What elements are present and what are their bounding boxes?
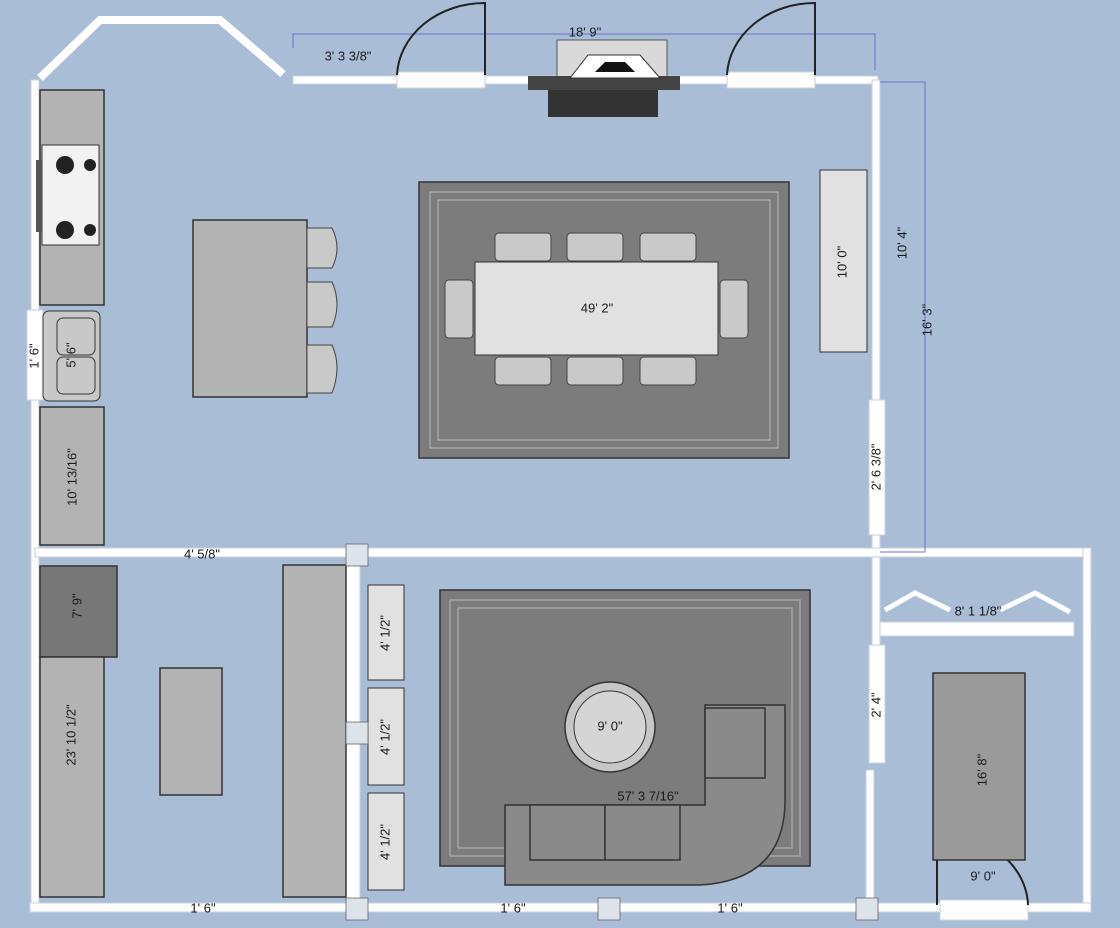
bath-door-opening — [939, 899, 1029, 921]
dim-bottom-window-2: 1' 6" — [500, 900, 526, 915]
dim-bottom-window-1: 1' 6" — [190, 900, 216, 915]
resize-handle-icon[interactable] — [345, 543, 369, 567]
door-top-right — [726, 1, 816, 76]
bay-window-wall — [37, 16, 286, 81]
bottom-wall — [29, 902, 1092, 913]
sectional-sofa — [504, 704, 786, 886]
lower-counter — [39, 656, 105, 898]
dim-kitchen-counter: 10' 13/16" — [64, 448, 79, 506]
dim-coffee-table: 9' 0" — [597, 718, 623, 733]
dim-top-wall: 18' 9" — [569, 24, 602, 39]
resize-handle-icon[interactable] — [855, 897, 879, 921]
dim-right-room-height: 10' 4" — [894, 226, 909, 259]
bath-door-jamb — [868, 644, 886, 764]
coffee-table — [564, 681, 656, 773]
door-top-left — [396, 1, 486, 76]
dim-bath-door: 2' 4" — [868, 692, 883, 718]
dim-bath-rug-width: 9' 0" — [970, 868, 996, 883]
dim-fridge: 7' 9" — [69, 593, 84, 619]
cabinet-1 — [367, 584, 405, 681]
dim-bay-window: 3' 3 3/8" — [325, 48, 372, 63]
dim-bath-rug: 16' 8" — [974, 753, 989, 786]
bath-rug — [932, 672, 1026, 861]
bath-outer-wall — [1082, 547, 1092, 913]
kitchen-counter — [39, 406, 105, 546]
sideboard — [819, 169, 868, 353]
dim-bath-window: 8' 1 1/8" — [955, 603, 1002, 618]
resize-handles[interactable] — [345, 543, 879, 921]
cabinet-2 — [367, 687, 405, 786]
dimension-lines — [292, 33, 926, 553]
refrigerator — [39, 565, 118, 658]
tall-cabinet — [282, 564, 347, 898]
dining-chairs — [444, 232, 749, 386]
dining-table — [474, 261, 719, 356]
dim-sideboard: 10' 0" — [834, 245, 849, 278]
resize-handle-icon[interactable] — [345, 897, 369, 921]
dim-sectional: 57' 3 7/16" — [617, 788, 679, 803]
dim-sink-window: 1' 6" — [26, 343, 41, 369]
bath-window-sill — [879, 621, 1075, 637]
sink — [42, 310, 101, 402]
bar-stools — [306, 227, 338, 394]
dim-kitchen-opening: 4' 5/8" — [184, 546, 220, 561]
lower-island — [159, 667, 223, 796]
kitchen-island — [192, 219, 308, 398]
dimension-labels: 18' 9" 3' 3 3/8" 10' 4" 16' 3" 10' 0" 49… — [26, 24, 1001, 915]
cooktop — [36, 144, 100, 246]
cabinet-3 — [367, 792, 405, 891]
dim-cabinet-3: 4' 1/2" — [377, 824, 392, 860]
dim-cabinet-2: 4' 1/2" — [377, 719, 392, 755]
resize-handle-icon[interactable] — [597, 897, 621, 921]
top-window-2 — [726, 71, 816, 89]
right-wall-upper — [871, 79, 881, 401]
top-window-1 — [396, 71, 486, 89]
dim-bottom-window-3: 1' 6" — [717, 900, 743, 915]
bath-window-left — [883, 590, 952, 613]
dim-cabinet-1: 4' 1/2" — [377, 615, 392, 651]
bath-window-right — [998, 590, 1072, 615]
resize-handle-icon[interactable] — [345, 721, 369, 745]
dim-lower-counter: 23' 10 1/2" — [63, 704, 78, 766]
dim-sink: 5' 6" — [63, 342, 78, 368]
dim-right-total-height: 16' 3" — [919, 303, 934, 336]
right-wall-lower — [865, 769, 875, 911]
fireplace — [528, 39, 680, 117]
dim-right-doorway: 2' 6 3/8" — [868, 443, 883, 490]
dim-dining-rug: 49' 2" — [581, 300, 614, 315]
